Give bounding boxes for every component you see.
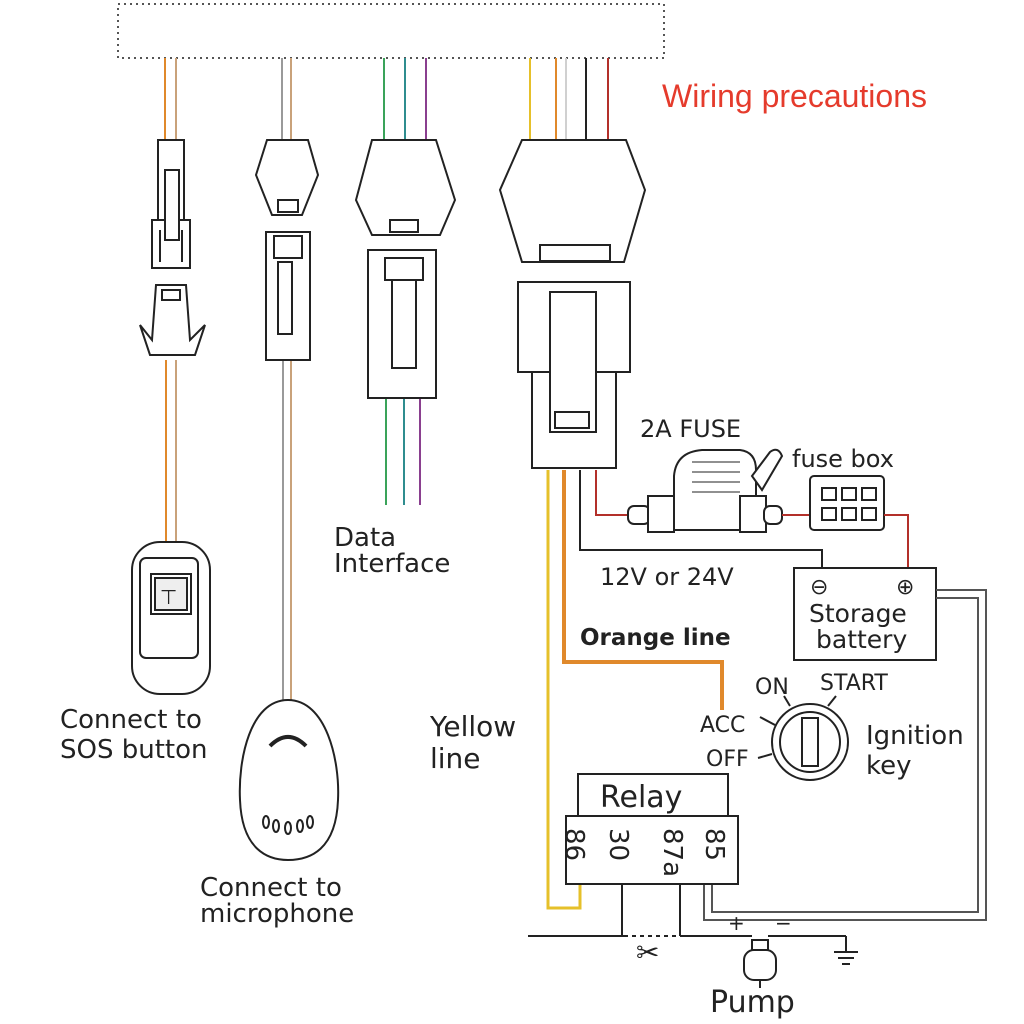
relay [565,773,739,885]
battery-to-relay-wire [703,589,987,921]
mic-label-line2: microphone [200,899,354,929]
battery-minus-icon: ⊖ [810,575,828,600]
orange-wire [562,470,724,710]
storage-battery [793,567,937,661]
ignition-on-label: ON [755,675,789,700]
sos-cable [164,58,177,545]
fuse-box-label: fuse box [792,445,894,473]
sos-label-line2: SOS button [60,735,208,765]
pump-plus-icon: + [728,911,745,935]
ignition-start-label: START [820,671,888,696]
ignition-label-line1: Ignition [866,721,964,751]
microphone-device[interactable] [238,698,340,862]
power-connector [498,139,647,469]
mic-label-line1: Connect to [200,873,342,903]
data-cable [383,58,427,505]
ignition-label-line2: key [866,751,912,781]
black-wire [579,470,823,568]
scissors-icon: ✂ [636,936,659,969]
yellow-line-label-line1: Yellow [429,710,516,743]
red-wire [595,470,636,516]
data-label-line2: Interface [334,549,450,579]
voltage-label: 12V or 24V [600,563,734,591]
relay-pin-86: 86 [559,828,589,861]
pump-circuit [528,884,858,965]
inline-fuse [627,448,784,533]
data-connector [354,139,457,399]
ignition-acc-label: ACC [700,713,745,738]
fuse-box [809,475,885,531]
power-cable-top [529,58,609,140]
pump-device [743,939,777,988]
sos-label-line1: Connect to [60,705,202,735]
battery-plus-icon: ⊕ [896,575,914,600]
ignition-off-label: OFF [706,747,749,772]
diagram-title: Wiring precautions [662,78,927,114]
sos-icon: ⊤ [160,585,177,609]
orange-line-label: Orange line [580,625,731,651]
yellow-wire [546,470,582,910]
battery-label-line1: Storage [809,599,907,628]
mic-cable [281,58,292,705]
fuse-label: 2A FUSE [640,415,741,443]
relay-pin-85: 85 [699,828,729,861]
battery-label-line2: battery [816,625,907,654]
pump-minus-icon: − [775,911,792,935]
data-label-line1: Data [334,523,396,553]
mic-connector [254,139,320,361]
relay-pin-87a: 87a [657,828,687,877]
sos-connector [139,139,206,356]
red-wire-to-battery [884,514,909,568]
relay-label: Relay [600,780,682,815]
pump-label: Pump [710,985,795,1020]
ignition-key[interactable] [757,695,849,781]
device-module [117,3,665,59]
sos-button-device[interactable]: ⊤ [131,541,211,695]
relay-pin-30: 30 [603,828,633,861]
yellow-line-label-line2: line [430,742,481,775]
